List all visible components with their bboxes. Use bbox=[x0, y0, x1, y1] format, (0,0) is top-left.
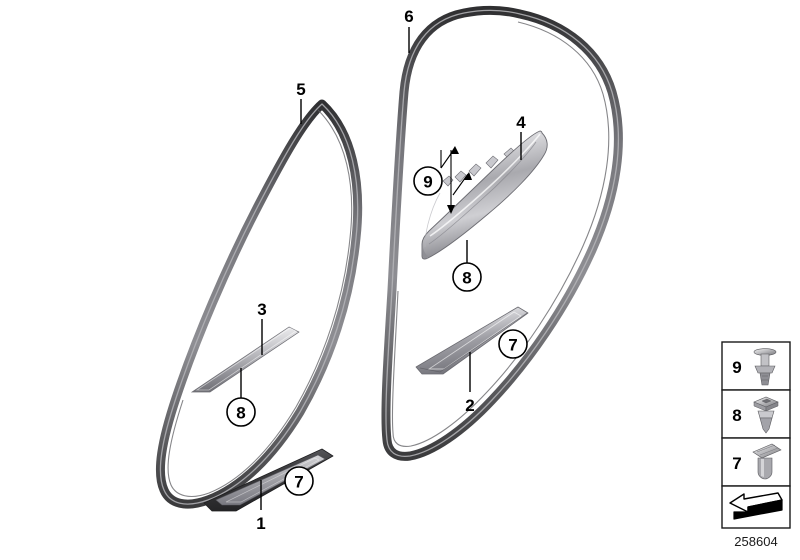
callout-1-label: 1 bbox=[256, 514, 265, 533]
callout-9-arrowhead-mid bbox=[464, 172, 472, 180]
callout-9-branch-c bbox=[452, 173, 469, 196]
legend-row-8 bbox=[721, 389, 791, 439]
diagram-id-label: 258604 bbox=[734, 534, 777, 549]
callout-9-arrowhead-down bbox=[447, 205, 455, 214]
callout-7-front-circle bbox=[284, 466, 314, 496]
part-3-front-door-entrance-strip bbox=[190, 326, 300, 393]
callout-6: 6 bbox=[404, 7, 414, 53]
square-head-clip-icon bbox=[753, 396, 779, 434]
callout-6-label: 6 bbox=[404, 7, 413, 26]
part-2-shadowline bbox=[419, 312, 528, 373]
callout-7-front: 7 bbox=[284, 466, 314, 496]
part-2-rear-door-sill-plate bbox=[415, 306, 529, 375]
seal-5-highlight bbox=[159, 103, 359, 505]
part-4-clip-tabs bbox=[442, 147, 516, 187]
callout-8-rear: 8 bbox=[452, 240, 482, 292]
callout-2: 2 bbox=[465, 352, 475, 415]
callout-5: 5 bbox=[296, 80, 306, 124]
callout-3: 3 bbox=[257, 300, 267, 355]
callout-7-front-label: 7 bbox=[294, 473, 303, 492]
legend-number-9: 9 bbox=[732, 358, 741, 377]
legend-number-7: 7 bbox=[732, 454, 741, 473]
callout-5-label: 5 bbox=[296, 80, 305, 99]
seal-5-innerline bbox=[167, 109, 353, 497]
callout-8-rear-circle bbox=[452, 262, 482, 292]
callout-2-label: 2 bbox=[465, 396, 474, 415]
callout-8-front-circle bbox=[226, 397, 256, 427]
callout-7-rear: 7 bbox=[498, 329, 528, 359]
part-4-body bbox=[421, 130, 548, 260]
part-4-flange bbox=[423, 248, 428, 259]
callout-4: 4 bbox=[516, 113, 526, 160]
part-4-sidefold bbox=[424, 192, 441, 248]
callout-4-label: 4 bbox=[516, 113, 526, 132]
callout-9-arrowhead-up bbox=[450, 146, 459, 154]
part-1-highlight bbox=[225, 457, 320, 503]
callout-7-rear-label: 7 bbox=[508, 336, 517, 355]
callout-8-rear-label: 8 bbox=[462, 269, 471, 288]
part-3-highlight bbox=[195, 327, 297, 391]
callout-3-label: 3 bbox=[257, 300, 266, 319]
seal-6-innerline bbox=[391, 21, 610, 447]
part-6-rear-door-weather-seal bbox=[381, 6, 623, 461]
part-4-contour bbox=[428, 141, 537, 245]
callout-8-front-label: 8 bbox=[236, 404, 245, 423]
callout-9-circle bbox=[413, 166, 443, 196]
legend-panel: 9 8 7 bbox=[721, 341, 791, 549]
direction-arrow-icon bbox=[729, 492, 783, 520]
part-5-front-door-weather-seal bbox=[155, 99, 363, 509]
legend-row-7 bbox=[721, 437, 791, 487]
callout-7-rear-circle bbox=[498, 329, 528, 359]
callout-1: 1 bbox=[256, 480, 266, 533]
seal-6-highlight bbox=[385, 9, 620, 458]
expanding-rivet-clip-icon bbox=[753, 348, 777, 386]
part-4-rear-wheel-arch-trim bbox=[421, 130, 548, 260]
flat-plate-clip-icon bbox=[752, 443, 782, 480]
legend-number-8: 8 bbox=[732, 406, 741, 425]
callout-9-label: 9 bbox=[423, 173, 432, 192]
callout-8-front: 8 bbox=[226, 368, 256, 427]
callout-9: 9 bbox=[413, 146, 472, 214]
part-4-top-highlight bbox=[429, 133, 541, 237]
